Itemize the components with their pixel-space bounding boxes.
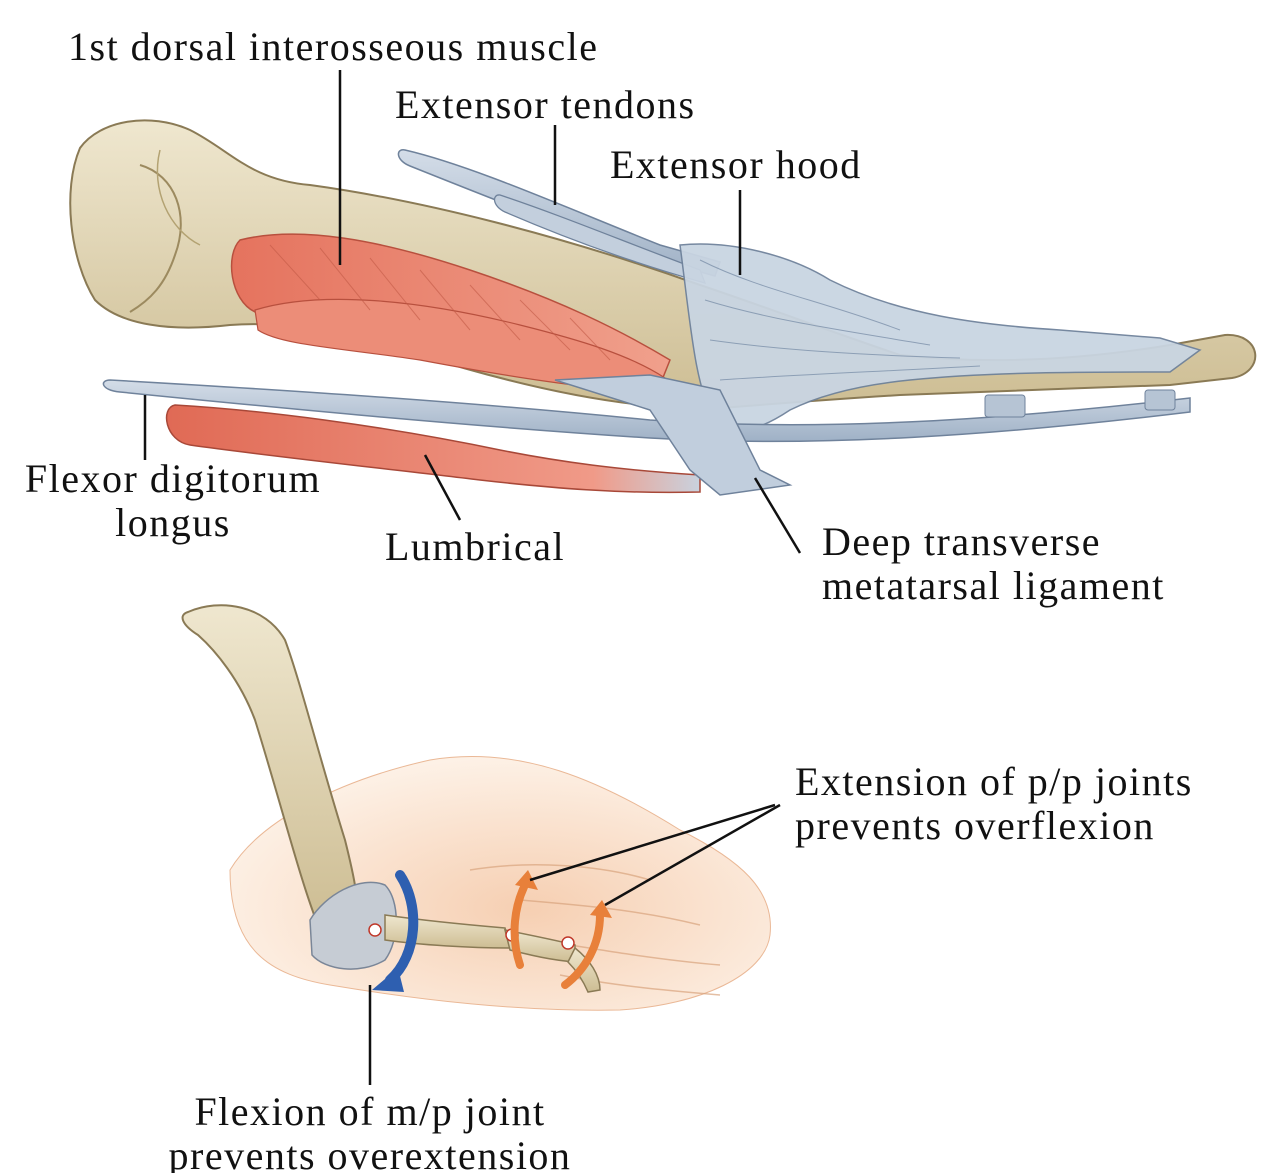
label-flexion-mp-line2: prevents overextension (120, 1134, 620, 1173)
label-dorsal-interosseous: 1st dorsal interosseous muscle (68, 25, 599, 69)
label-flexion-mp-line1: Flexion of m/p joint (120, 1090, 620, 1134)
label-flexor-digitorum-line1: Flexor digitorum (18, 457, 328, 501)
label-flexor-digitorum: Flexor digitorum longus (18, 457, 328, 545)
pp-joint-marker-2 (562, 937, 574, 949)
phalanx-band-1 (985, 395, 1025, 417)
label-flexion-mp: Flexion of m/p joint prevents overextens… (120, 1090, 620, 1173)
label-deep-transverse-line1: Deep transverse (822, 520, 1165, 564)
label-extensor-hood: Extensor hood (610, 143, 862, 187)
bottom-figure (183, 605, 771, 1010)
extensor-hood (680, 244, 1200, 431)
label-deep-transverse: Deep transverse metatarsal ligament (822, 520, 1165, 608)
phalanx-band-2 (1145, 390, 1175, 410)
mp-joint-marker (369, 924, 381, 936)
label-extension-pp: Extension of p/p joints prevents overfle… (795, 760, 1193, 848)
label-extensor-tendons: Extensor tendons (395, 83, 696, 127)
label-lumbrical: Lumbrical (385, 525, 565, 569)
leader-deep-transverse (755, 478, 800, 553)
label-extension-pp-line2: prevents overflexion (795, 804, 1193, 848)
label-flexor-digitorum-line2: longus (18, 501, 328, 545)
label-deep-transverse-line2: metatarsal ligament (822, 564, 1165, 608)
label-extension-pp-line1: Extension of p/p joints (795, 760, 1193, 804)
